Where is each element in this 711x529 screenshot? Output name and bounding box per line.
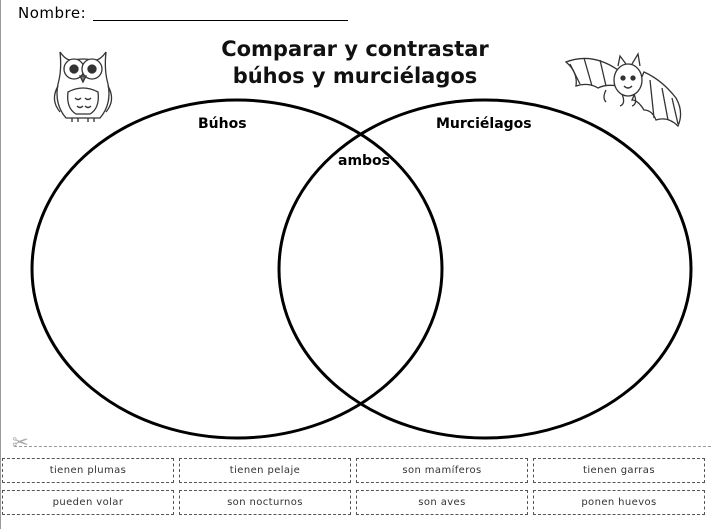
owls-label: Búhos [198,116,247,132]
cut-line [14,446,711,447]
owls-circle [30,98,444,440]
sort-card[interactable]: pueden volar [2,490,174,515]
page-margin-rule [0,0,1,529]
sort-card[interactable]: tienen plumas [2,458,174,483]
both-label: ambos [338,153,391,169]
sort-card[interactable]: ponen huevos [533,490,705,515]
name-field-line[interactable] [93,20,348,21]
sort-card[interactable]: son aves [356,490,528,515]
owl-icon [53,51,113,122]
bat-icon [564,52,682,128]
title-line-2: búhos y murciélagos [232,64,478,88]
name-label: Nombre: [18,4,87,22]
title-line-1: Comparar y contrastar [221,37,489,61]
scissors-icon: ✂ [12,430,29,454]
bats-circle [277,98,693,440]
bats-label: Murciélagos [436,116,532,132]
sort-card[interactable]: tienen garras [533,458,705,483]
sort-card[interactable]: tienen pelaje [179,458,351,483]
sort-card[interactable]: son nocturnos [179,490,351,515]
sort-card[interactable]: son mamíferos [356,458,528,483]
worksheet-title: Comparar y contrastar búhos y murciélago… [180,36,530,90]
